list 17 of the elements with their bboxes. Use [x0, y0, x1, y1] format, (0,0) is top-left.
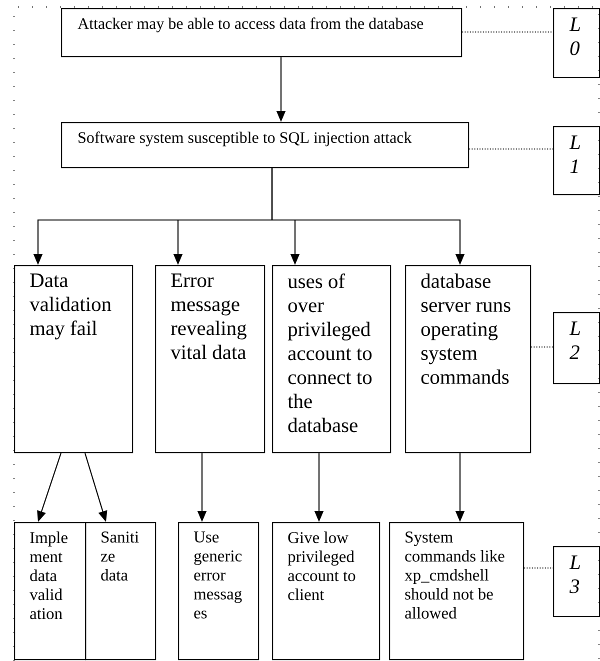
- dotted-line: [468, 148, 554, 150]
- tree-box: Error message revealing vital data: [155, 265, 266, 454]
- tree-box: System commands like xp_cmdshell should not be allowed: [389, 522, 524, 660]
- level-box: L 3: [553, 546, 600, 618]
- tree-box: Software system susceptible to SQL injection attack: [61, 122, 470, 168]
- tree-box: Data validation may fail: [14, 265, 134, 454]
- level-box: L 0: [553, 8, 600, 78]
- level-box: L 2: [553, 312, 600, 384]
- tree-box: uses of over privileged account to connect to the database: [272, 265, 392, 454]
- tree-box: Give low privileged account to client: [272, 522, 380, 660]
- tree-box: Attacker may be able to access data from the database: [61, 8, 462, 58]
- tree-box: Use generic error messag es: [178, 522, 260, 660]
- level-box: L 1: [553, 126, 600, 196]
- tree-box: database server runs operating system commands: [405, 265, 532, 454]
- dotted-line: [530, 346, 554, 348]
- tree-box: Imple ment data valid ation: [14, 522, 86, 660]
- tree-box: Saniti ze data: [85, 522, 156, 660]
